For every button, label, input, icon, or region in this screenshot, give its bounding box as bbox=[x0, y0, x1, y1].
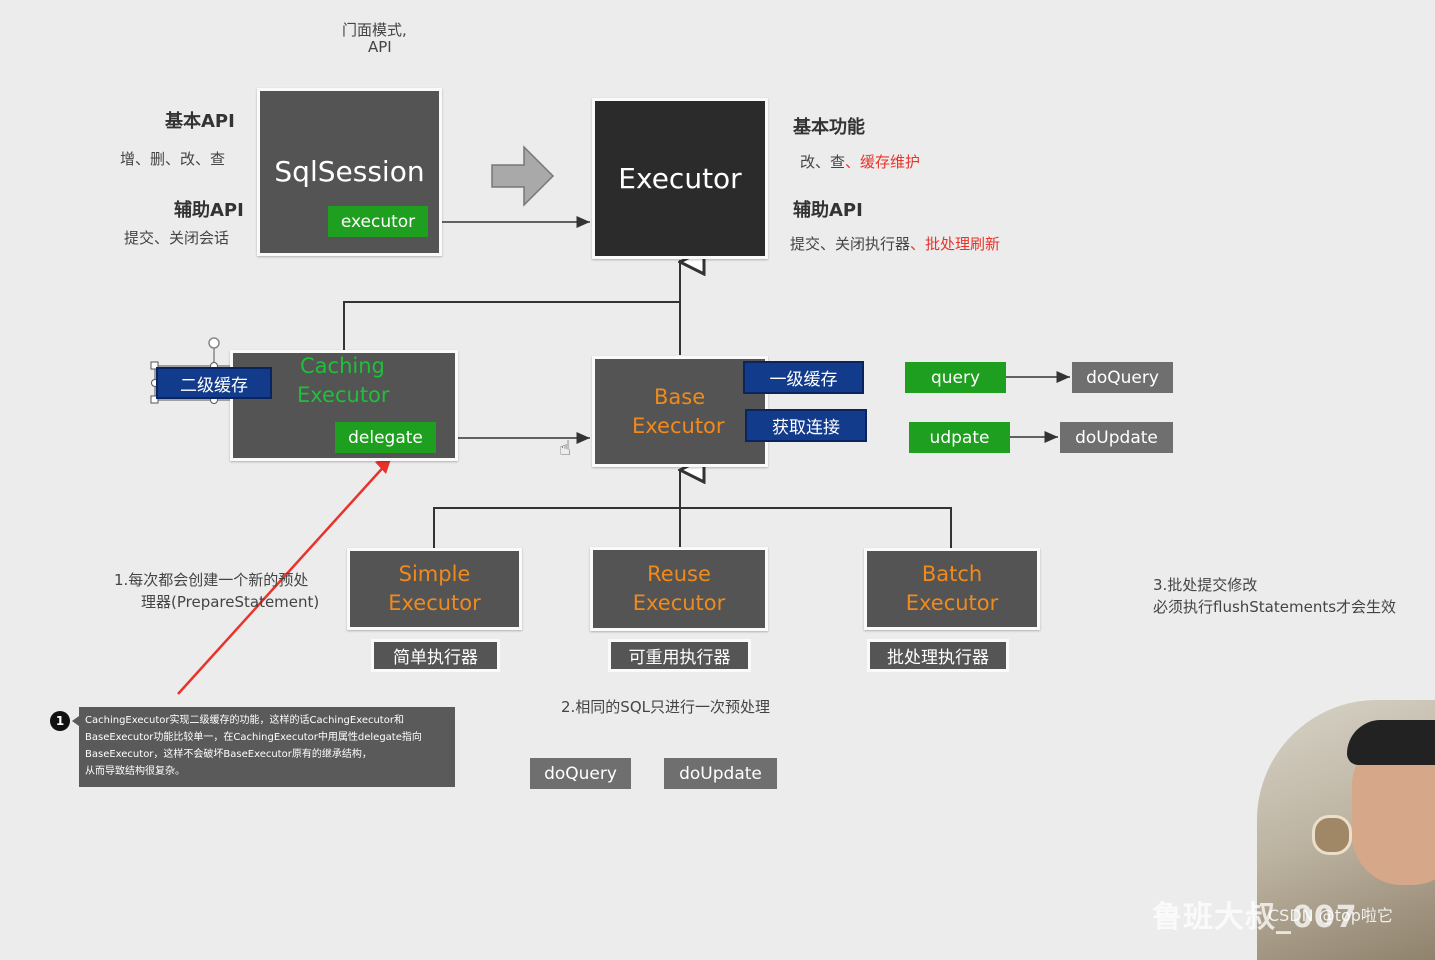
reuse-title-2: Executor bbox=[632, 591, 726, 615]
comment-line-1: CachingExecutor实现二级缓存的功能，这样的话CachingExec… bbox=[85, 715, 404, 726]
batch-executor-label: 批处理执行器 bbox=[867, 639, 1009, 672]
bottom-doupdate[interactable]: doUpdate bbox=[664, 758, 777, 789]
facade-label-1: 门面模式, bbox=[342, 21, 407, 39]
simple-title-1: Simple bbox=[398, 562, 471, 586]
hand-cursor-icon: ☝ bbox=[559, 436, 572, 460]
doupdate-method[interactable]: doUpdate bbox=[1060, 422, 1173, 453]
simple-title-2: Executor bbox=[388, 591, 481, 615]
executor-box[interactable]: Executor bbox=[592, 98, 768, 259]
first-level-cache-tag[interactable]: 一级缓存 bbox=[743, 361, 864, 394]
annotation-arrow bbox=[177, 461, 389, 695]
comment-callout: CachingExecutor实现二级缓存的功能，这样的话CachingExec… bbox=[79, 707, 455, 787]
sqlsession-executor-field[interactable]: executor bbox=[328, 206, 428, 237]
simple-executor-label: 简单执行器 bbox=[371, 639, 500, 672]
aux-api-items: 提交、关闭会话 bbox=[124, 229, 230, 247]
reuse-executor-label: 可重用执行器 bbox=[608, 639, 751, 672]
batch-title-1: Batch bbox=[921, 562, 983, 586]
base-executor-box[interactable]: Base Executor bbox=[592, 356, 768, 467]
batch-title-2: Executor bbox=[905, 591, 999, 615]
basic-api-title: 基本API bbox=[165, 111, 235, 132]
sqlsession-title: SqlSession bbox=[274, 155, 425, 188]
bottom-doquery[interactable]: doQuery bbox=[530, 758, 631, 789]
basic-feature-title: 基本功能 bbox=[793, 117, 865, 138]
basic-api-items: 增、删、改、查 bbox=[120, 150, 226, 168]
facade-arrow bbox=[491, 145, 555, 207]
watermark-text: 鲁班大叔_007 bbox=[1152, 900, 1358, 935]
aux-feature-items: 提交、关闭执行器、批处理刷新 bbox=[790, 235, 1001, 253]
caching-title-1: Caching bbox=[300, 354, 385, 378]
note-2: 2.相同的SQL只进行一次预处理 bbox=[561, 698, 770, 716]
query-method[interactable]: query bbox=[905, 362, 1006, 393]
note-3-line2: 必须执行flushStatements才会生效 bbox=[1153, 598, 1397, 616]
csdn-watermark: CSDN @top啦它 bbox=[1268, 906, 1393, 925]
batch-executor-box[interactable]: Batch Executor bbox=[864, 548, 1040, 630]
comment-line-2: BaseExecutor功能比较单一，在CachingExecutor中用属性d… bbox=[85, 732, 422, 743]
update-method[interactable]: udpate bbox=[909, 422, 1010, 453]
callout-pointer bbox=[72, 716, 79, 726]
doquery-method[interactable]: doQuery bbox=[1072, 362, 1173, 393]
simple-executor-box[interactable]: Simple Executor bbox=[347, 548, 522, 630]
aux-feature-title: 辅助API bbox=[793, 200, 863, 221]
note-1-line1: 1.每次都会创建一个新的预处 bbox=[114, 571, 309, 589]
wall-ornament bbox=[1312, 815, 1352, 855]
comment-line-4: 从而导致结构很复杂。 bbox=[85, 766, 185, 777]
reuse-title-1: Reuse bbox=[647, 562, 711, 586]
basic-feature-items: 改、查、缓存维护 bbox=[800, 153, 921, 171]
base-title-1: Base bbox=[654, 384, 706, 409]
comment-line-3: BaseExecutor，这样不会破坏BaseExecutor原有的继承结构， bbox=[85, 749, 372, 760]
caching-delegate-field[interactable]: delegate bbox=[335, 422, 436, 453]
executor-title: Executor bbox=[618, 162, 742, 195]
base-title-2: Executor bbox=[632, 413, 725, 438]
comment-badge[interactable]: 1 bbox=[50, 711, 70, 731]
aux-api-title: 辅助API bbox=[174, 200, 244, 221]
facade-label-2: API bbox=[368, 38, 392, 56]
get-connection-tag[interactable]: 获取连接 bbox=[745, 409, 867, 442]
note-3-line1: 3.批处提交修改 bbox=[1153, 576, 1258, 594]
webcam-overlay bbox=[1257, 700, 1435, 960]
second-level-cache-tag[interactable]: 二级缓存 bbox=[156, 367, 272, 399]
reuse-executor-box[interactable]: Reuse Executor bbox=[590, 547, 768, 631]
presenter-hair bbox=[1347, 720, 1435, 765]
note-1-line2: 理器(PrepareStatement) bbox=[141, 593, 320, 611]
caching-title-2: Executor bbox=[297, 383, 390, 407]
